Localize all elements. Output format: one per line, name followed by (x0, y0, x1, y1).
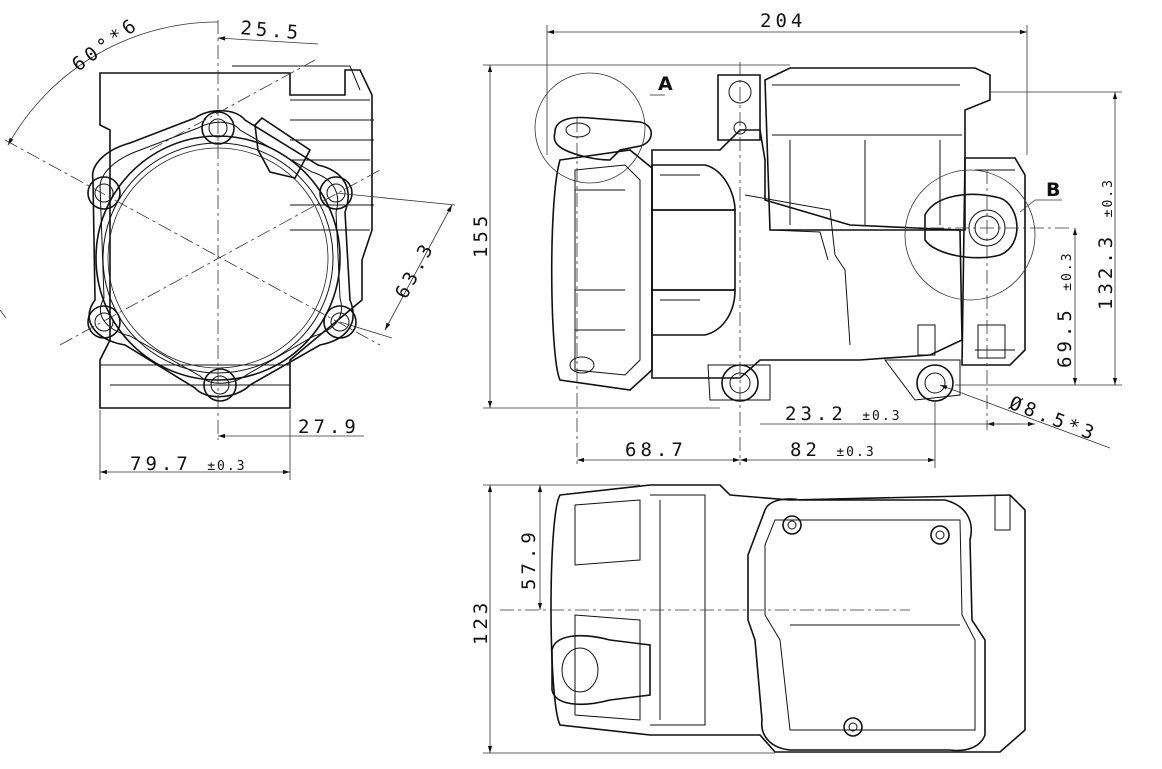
side-boss-height-dim: 69.5 ±0.3 (1054, 251, 1076, 368)
front-angle-dim: 60°*6 (68, 13, 143, 76)
side-boss-offset-dim: 23.2 ±0.3 (785, 403, 902, 425)
side-left-offset-dim: 68.7 (625, 439, 687, 461)
front-view (0, 20, 456, 480)
side-length-dim: 204 (760, 10, 806, 32)
detail-b-label: B (1046, 179, 1060, 201)
svg-text:82 ±0.3: 82 ±0.3 (790, 439, 876, 461)
top-half-depth-dim: 57.9 (518, 528, 540, 590)
side-mount-height-dim: 132.3 ±0.3 (1095, 178, 1117, 310)
front-diag-dim: 63.3 (391, 237, 439, 302)
top-view (483, 484, 1026, 754)
front-offset-dim: 25.5 (240, 17, 303, 44)
front-width-dim: 79.7 ±0.3 (130, 453, 247, 475)
side-height-dim: 155 (470, 212, 492, 258)
side-hole-dia-dim: Ø8.5*3 (1006, 392, 1100, 446)
side-boss-spacing-dim: 82 ±0.3 (790, 439, 876, 461)
side-view (483, 25, 1122, 468)
svg-text:23.2 ±0.3: 23.2 ±0.3 (785, 403, 902, 425)
svg-text:79.7 ±0.3: 79.7 ±0.3 (130, 453, 247, 475)
front-bolt-holes (87, 111, 357, 402)
detail-a-label: A (658, 73, 673, 95)
svg-text:132.3 ±0.3: 132.3 ±0.3 (1095, 178, 1117, 310)
svg-text:69.5 ±0.3: 69.5 ±0.3 (1054, 251, 1076, 368)
top-depth-dim: 123 (470, 599, 492, 645)
front-bottom-dim: 27.9 (298, 416, 360, 438)
